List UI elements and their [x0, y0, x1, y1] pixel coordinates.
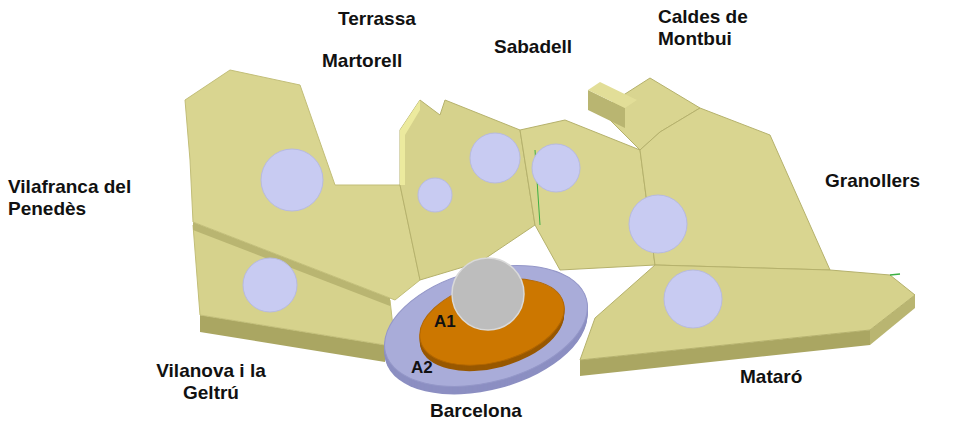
place-name: Caldes de Montbui: [658, 6, 776, 50]
place-name: Granollers: [825, 170, 920, 192]
zone-label: A1: [434, 312, 456, 332]
zone-ring: A1: [418, 272, 566, 372]
zone-ring: A2 A1: [378, 258, 594, 404]
place-name: Barcelona: [430, 400, 522, 422]
zone-top: [371, 245, 601, 407]
region-top: [580, 265, 915, 360]
place-name: Terrassa: [338, 8, 416, 30]
place-name: Sabadell: [494, 36, 572, 58]
region-side: [400, 100, 420, 185]
city-core: [452, 258, 524, 330]
place-name: Martorell: [322, 50, 402, 72]
zone-label: A2: [411, 358, 433, 378]
place-name: Vilafranca del Penedès: [8, 176, 160, 220]
boundary-line: [890, 274, 900, 275]
region-top: [185, 70, 420, 300]
zone-side: [371, 246, 601, 408]
region-top: [588, 82, 637, 108]
place-name: Mataró: [740, 366, 802, 388]
region-top: [400, 100, 535, 280]
place-name: Vilanova i la Geltrú: [136, 360, 286, 404]
